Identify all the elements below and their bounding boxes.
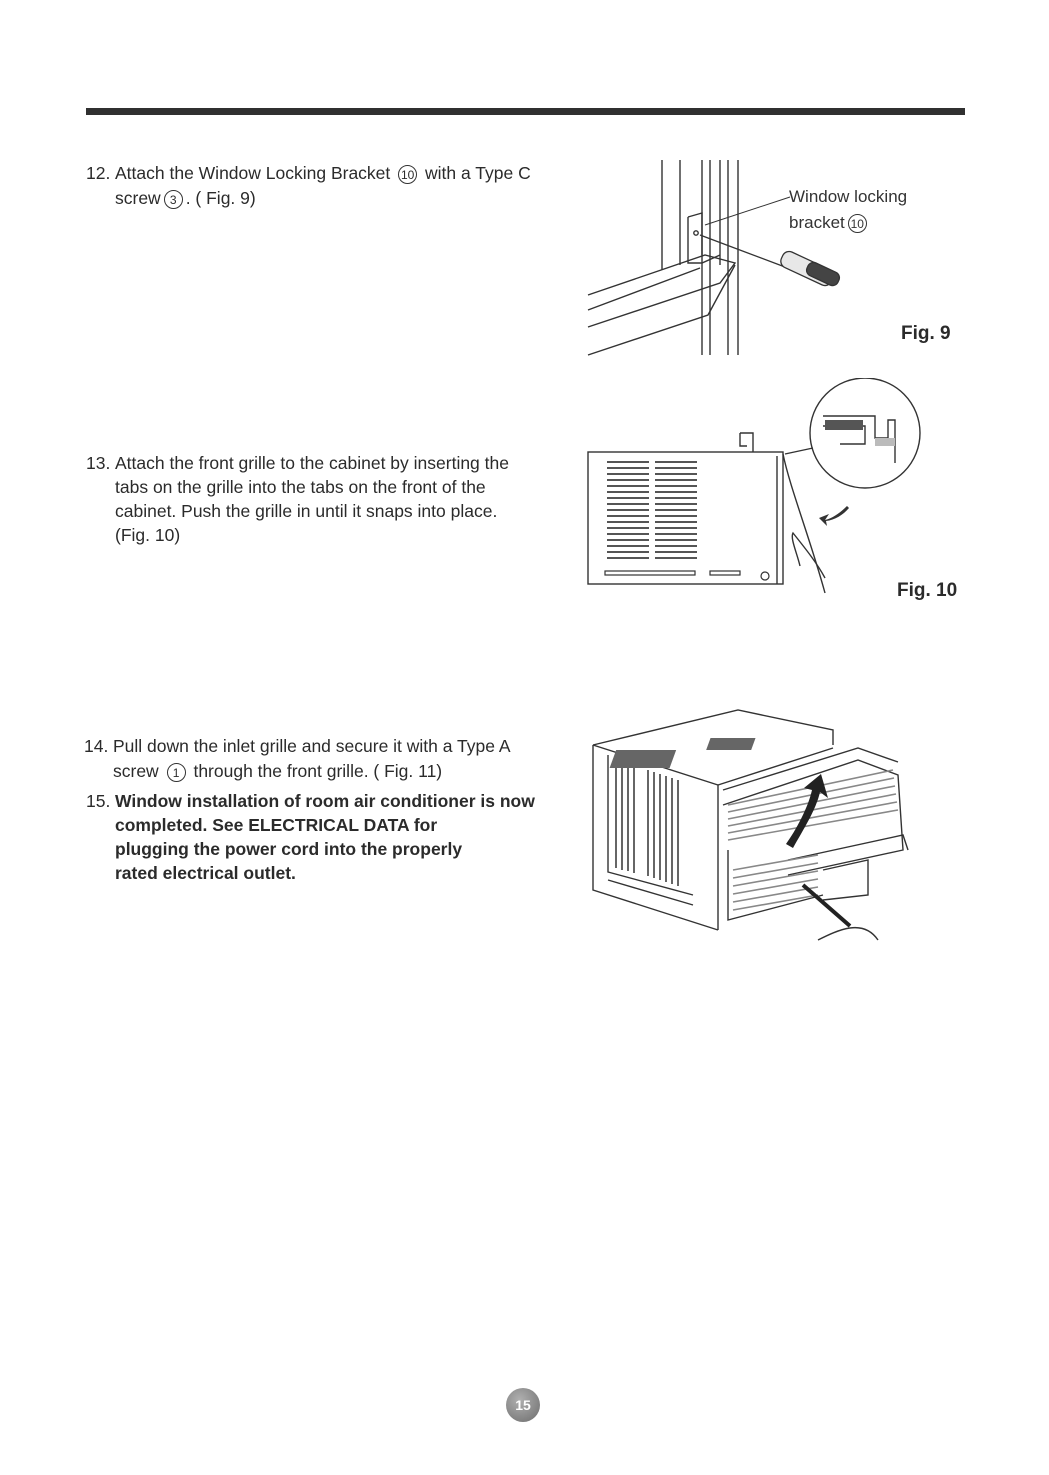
callout-text: bracket — [789, 213, 845, 232]
part-ref-1: 1 — [166, 762, 186, 782]
step-15: 15.Window installation of room air condi… — [86, 789, 535, 885]
step-text: plugging the power cord into the properl… — [115, 839, 463, 859]
part-ref-10: 10 — [847, 214, 867, 234]
step-13: 13.Attach the front grille to the cabine… — [86, 451, 509, 547]
fig-9-illustration — [587, 160, 841, 356]
step-text: tabs on the grille into the tabs on the … — [115, 477, 486, 497]
step-14: 14.Pull down the inlet grille and secure… — [84, 734, 511, 784]
step-number: 14. — [84, 736, 109, 756]
step-number: 13. — [86, 453, 111, 473]
step-text: Pull down the inlet grille and secure it… — [113, 736, 511, 756]
part-ref-3: 3 — [163, 189, 183, 209]
fig-10-label: Fig. 10 — [897, 580, 958, 601]
step-text: completed. See ELECTRICAL DATA for — [115, 815, 438, 835]
callout-text: Window locking — [789, 187, 908, 206]
fig-10-illustration — [587, 378, 921, 594]
step-text: screw — [113, 761, 159, 781]
step-text: rated electrical outlet. — [115, 863, 296, 883]
step-text: cabinet. Push the grille in until it sna… — [115, 501, 498, 521]
step-12: 12.Attach the Window Locking Bracket 10 … — [86, 161, 531, 211]
fig-9-label: Fig. 9 — [901, 323, 951, 344]
step-text: through the front grille. ( Fig. 11) — [193, 761, 443, 781]
step-text: (Fig. 10) — [115, 525, 181, 545]
step-text: Attach the Window Locking Bracket — [115, 163, 391, 183]
page-number: 15 — [506, 1388, 540, 1422]
part-ref-10: 10 — [398, 164, 418, 184]
step-number: 12. — [86, 163, 111, 183]
step-text: screw — [115, 188, 161, 208]
step-number: 15. — [86, 791, 111, 811]
fig-11-illustration — [592, 709, 909, 941]
step-text: with a Type C — [425, 163, 531, 183]
step-text: Attach the front grille to the cabinet b… — [115, 453, 509, 473]
header-rule — [86, 108, 965, 115]
step-text: Window installation of room air conditio… — [115, 791, 535, 811]
step-text: . ( Fig. 9) — [185, 188, 256, 208]
